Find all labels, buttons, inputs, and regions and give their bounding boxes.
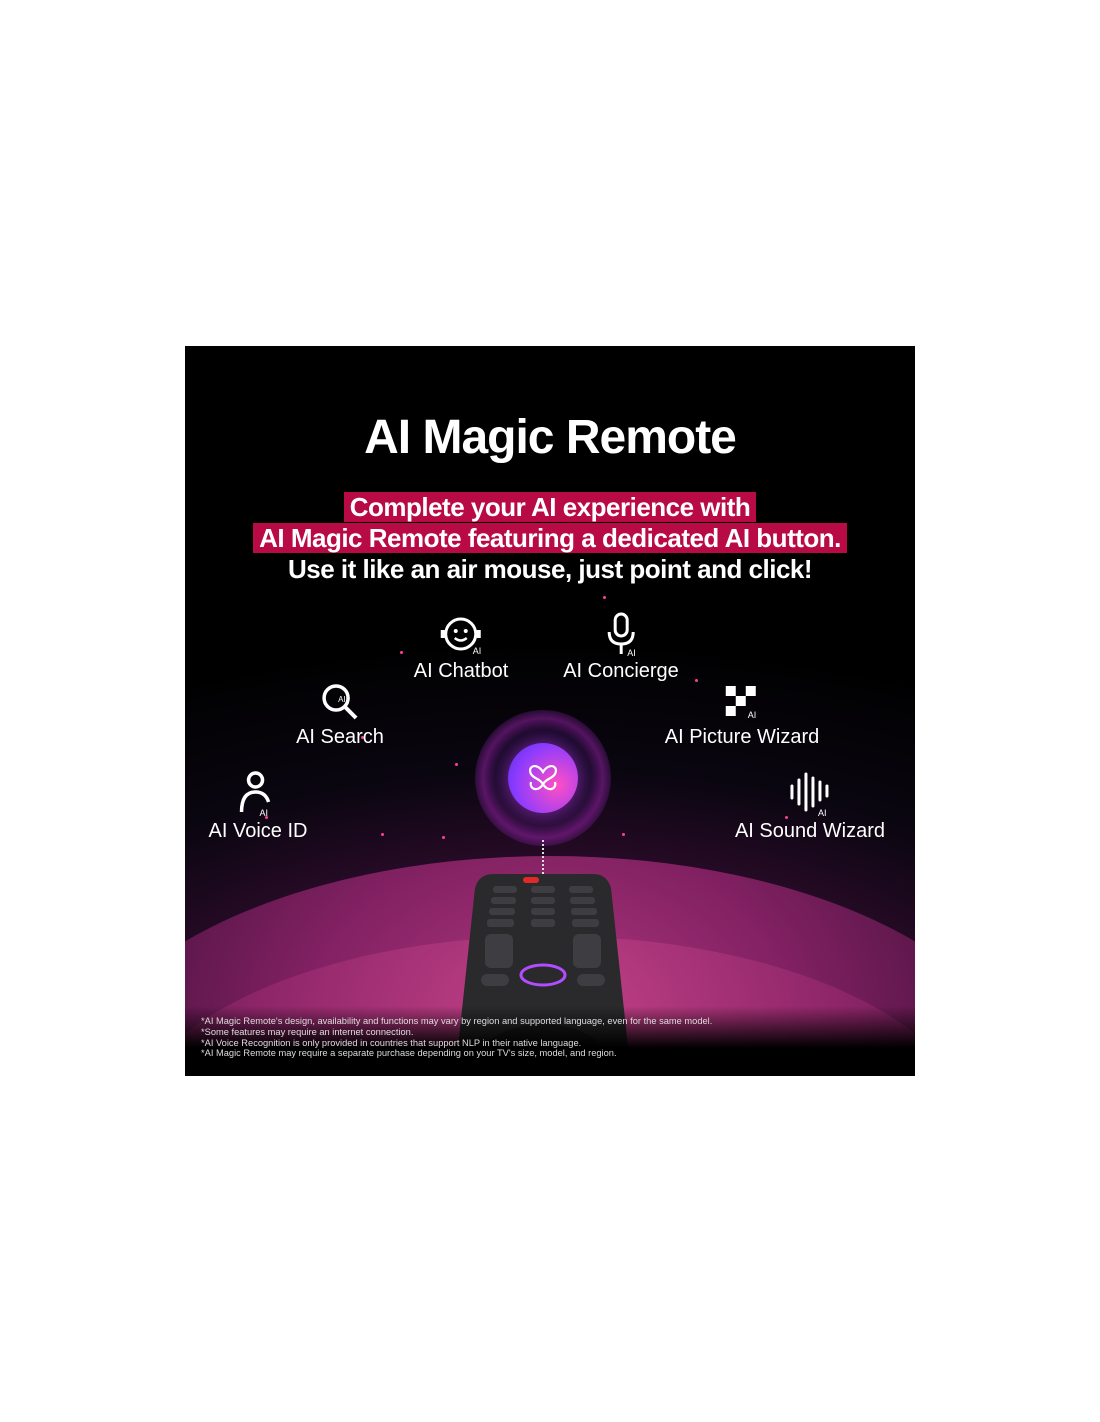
svg-text:AI: AI: [748, 710, 757, 720]
microphone-icon: AI: [607, 612, 636, 656]
feature-ai-search: AI AI Search: [296, 682, 384, 749]
subtitle-line-3: Use it like an air mouse, just point and…: [287, 554, 813, 584]
svg-text:AI: AI: [473, 646, 482, 656]
disclaimer-text: *Some features may require an internet c…: [201, 1026, 414, 1037]
svg-text:AI: AI: [260, 808, 269, 816]
search-icon: AI: [322, 684, 358, 720]
feature-label: AI Picture Wizard: [664, 726, 820, 748]
feature-ai-sound-wizard: AI AI Sound Wizard: [735, 770, 885, 843]
page-title: AI Magic Remote: [364, 411, 737, 464]
picture-wizard-icon: AI: [725, 686, 757, 720]
svg-text:AI: AI: [818, 808, 827, 816]
subtitle-line-1: Complete your AI experience with: [185, 492, 915, 523]
svg-text:AI: AI: [338, 695, 346, 704]
feature-label: AI Chatbot: [413, 660, 509, 682]
chatbot-icon: AI: [440, 617, 482, 656]
disclaimer-text: *AI Magic Remote's design, availability …: [201, 1016, 713, 1026]
svg-text:AI: AI: [627, 648, 636, 656]
feature-ai-voice-id: AI AI Voice ID: [208, 770, 308, 843]
feature-label: AI Concierge: [563, 660, 679, 682]
voice-id-icon: AI: [240, 771, 271, 816]
disclaimer-text: *AI Magic Remote may require a separate …: [201, 1048, 617, 1059]
feature-ai-chatbot: AI AI Chatbot: [413, 612, 509, 683]
feature-ai-picture-wizard: AI AI Picture Wizard: [665, 682, 819, 749]
ai-logo-icon: [529, 765, 557, 791]
feature-label: AI Sound Wizard: [734, 820, 886, 842]
sound-wave-icon: AI: [790, 772, 829, 816]
bottom-fade: [185, 1006, 915, 1076]
feature-label: AI Voice ID: [208, 820, 308, 842]
feature-ai-concierge: AI AI Concierge: [563, 612, 679, 683]
disclaimer-list: *AI Magic Remote's design, availability …: [201, 1016, 712, 1059]
feature-label: AI Search: [296, 726, 384, 748]
product-banner: AI Magic Remote Complete your AI experie…: [185, 346, 915, 1076]
subtitle-line-2: AI Magic Remote featuring a dedicated AI…: [185, 523, 915, 554]
disclaimer-text: *AI Voice Recognition is only provided i…: [201, 1037, 582, 1048]
